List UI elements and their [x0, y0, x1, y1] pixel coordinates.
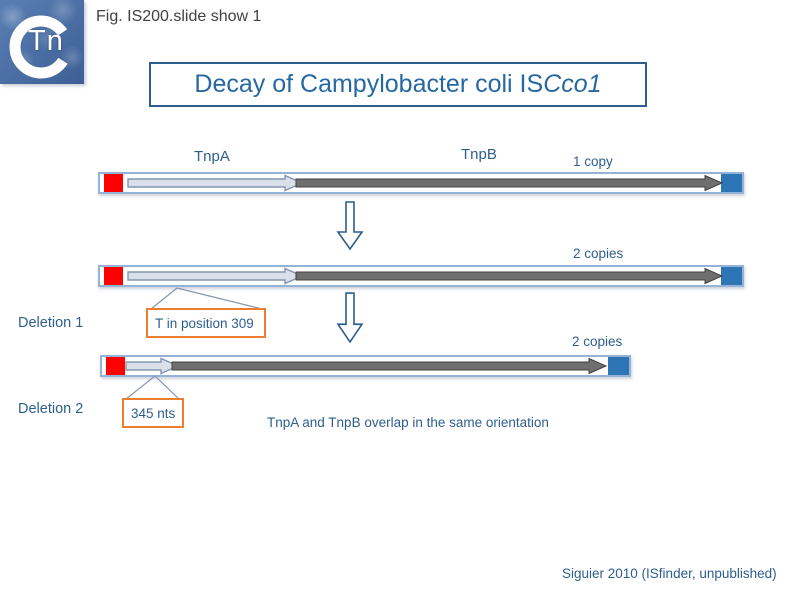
tnpb-arrow-icon — [295, 267, 724, 285]
right-inverted-repeat — [721, 267, 742, 285]
row3-copies-label: 2 copies — [572, 334, 623, 349]
gene-arrows — [125, 357, 608, 375]
row1-copies-label: 1 copy — [573, 154, 613, 169]
gene-arrows — [127, 267, 724, 285]
deletion-1-callout: T in position 309 — [146, 308, 266, 338]
gene-arrows — [127, 174, 724, 192]
tnpa-arrow-icon — [127, 267, 304, 285]
slide-title-box: Decay of Campylobacter coli ISCco1 — [149, 62, 647, 107]
isfinder-logo-icon: Tn — [0, 0, 84, 84]
gene-map-row-2 — [98, 265, 744, 287]
deletion-1-label: Deletion 1 — [18, 315, 84, 331]
left-inverted-repeat — [104, 267, 123, 285]
tnpa-truncated-arrow-icon — [125, 357, 180, 375]
left-inverted-repeat — [104, 174, 123, 192]
deletion-2-label: Deletion 2 — [18, 401, 84, 417]
down-arrow-icon — [336, 292, 364, 344]
figure-caption: Fig. IS200.slide show 1 — [96, 8, 262, 25]
deletion-2-callout: 345 nts — [122, 398, 184, 428]
down-arrow-icon — [336, 201, 364, 251]
tnpb-gene-label: TnpB — [461, 146, 497, 163]
gene-map-row-1 — [98, 172, 744, 194]
tnpb-arrow-icon — [295, 174, 724, 192]
slide-title-italic: Cco1 — [543, 70, 602, 98]
right-inverted-repeat — [721, 174, 742, 192]
logo-c-ring-icon — [9, 15, 73, 79]
tnpa-arrow-icon — [127, 174, 304, 192]
tnpa-gene-label: TnpA — [194, 148, 230, 165]
tnpb-arrow-icon — [171, 357, 608, 375]
right-inverted-repeat — [608, 357, 629, 375]
attribution: Siguier 2010 (ISfinder, unpublished) — [562, 566, 777, 581]
overlap-note: TnpA and TnpB overlap in the same orient… — [267, 415, 549, 430]
logo-letters: Tn — [28, 25, 64, 57]
gene-map-row-3 — [100, 355, 631, 377]
left-inverted-repeat — [106, 357, 125, 375]
slide-title-text: Decay of Campylobacter coli ISCco1 — [194, 70, 602, 98]
row2-copies-label: 2 copies — [573, 246, 624, 261]
